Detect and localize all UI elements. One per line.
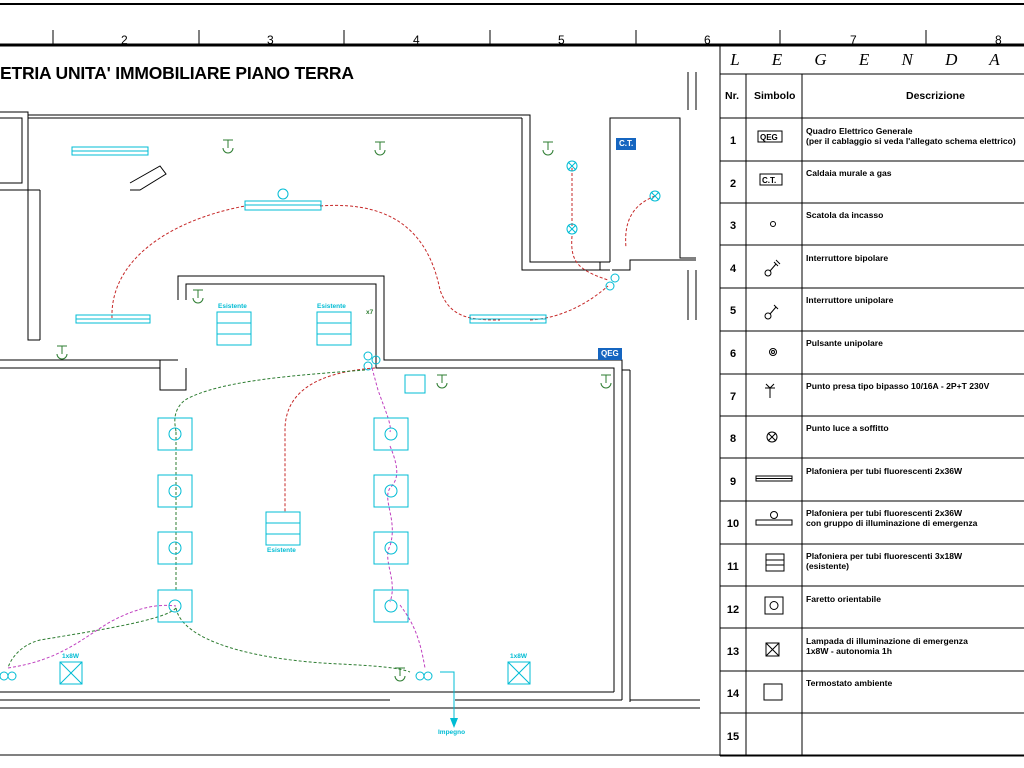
legend-row-description: (per il cablaggio si veda l'allegato sch… [806,136,1016,146]
legend-row-number: 13 [726,646,740,658]
page-title: ETRIA UNITA' IMMOBILIARE PIANO TERRA [0,63,354,83]
existing-fixture-label: Esistente [317,303,346,310]
legend-row-description: Scatola da incasso [806,210,884,220]
legend-row-description: Pulsante unipolare [806,338,883,348]
legend-row-description: Plafoniera per tubi fluorescenti 2x36W [806,466,963,476]
legend-row-description: Plafoniera per tubi fluorescenti 2x36W [806,508,963,518]
existing-fixture-label: Esistente [218,303,247,310]
legend-row-description: Interruttore bipolare [806,253,889,263]
legend-row-description: Interruttore unipolare [806,295,894,305]
legend-row-number: 14 [726,688,740,700]
outlet-label: Impegno [438,729,466,736]
legend-row-description: Punto presa tipo bipasso 10/16A - 2P+T 2… [806,381,990,391]
legend-row-number: 2 [729,178,737,190]
column-number: 2 [121,33,128,47]
legend-row-number: 8 [729,433,737,445]
column-number: 5 [558,33,565,47]
legend-row-number: 7 [729,391,737,403]
legend-row-description: Caldaia murale a gas [806,168,892,178]
legend-header-nr: Nr. [725,90,740,102]
legend-row-description: Lampada di illuminazione di emergenza [806,636,968,646]
emergency-lamp-label: 1x8W [510,653,527,660]
legend-row-description: Faretto orientabile [806,594,881,604]
column-number: 4 [413,33,420,47]
floor-plan [0,72,700,728]
legend-row-description: 1x8W - autonomia 1h [806,646,892,656]
legend-row-number: 15 [726,731,740,743]
legend-symbol-qeg: QEG [760,133,778,142]
legend-header-description: Descrizione [906,90,965,102]
legend-row-description: Termostato ambiente [806,678,893,688]
column-number: 7 [850,33,857,47]
legend-title: L E G E N D A [730,50,1014,69]
column-number: 8 [995,33,1002,47]
legend-row-number: 12 [726,604,740,616]
legend-row-number: 4 [729,263,737,275]
legend-row-number: 11 [727,561,739,573]
qeg-tag: QEG [598,348,622,360]
legend-row-number: 10 [726,518,740,530]
existing-fixture-label: Esistente [267,547,296,554]
socket-note-label: x7 [366,309,374,316]
legend-row-description: Punto luce a soffitto [806,423,889,433]
legend-symbol-ct: C.T. [762,176,777,185]
ct-tag: C.T. [616,138,637,150]
legend-row-description: (esistente) [806,561,849,571]
legend-row-number: 1 [729,135,737,147]
legend-row-description: Quadro Elettrico Generale [806,126,913,136]
column-number: 6 [704,33,711,47]
legend-row-number: 5 [729,305,737,317]
legend-header-symbol: Simbolo [754,90,796,102]
legend-row-description: Plafoniera per tubi fluorescenti 3x18W [806,551,963,561]
legend-row-number: 6 [729,348,737,360]
legend-row-description: con gruppo di illuminazione di emergenza [806,518,978,528]
legend-row-number: 3 [729,220,737,232]
emergency-lamp-label: 1x8W [62,653,79,660]
legend-row-number: 9 [729,476,737,488]
legend-table [719,44,1024,757]
column-number: 3 [267,33,274,47]
